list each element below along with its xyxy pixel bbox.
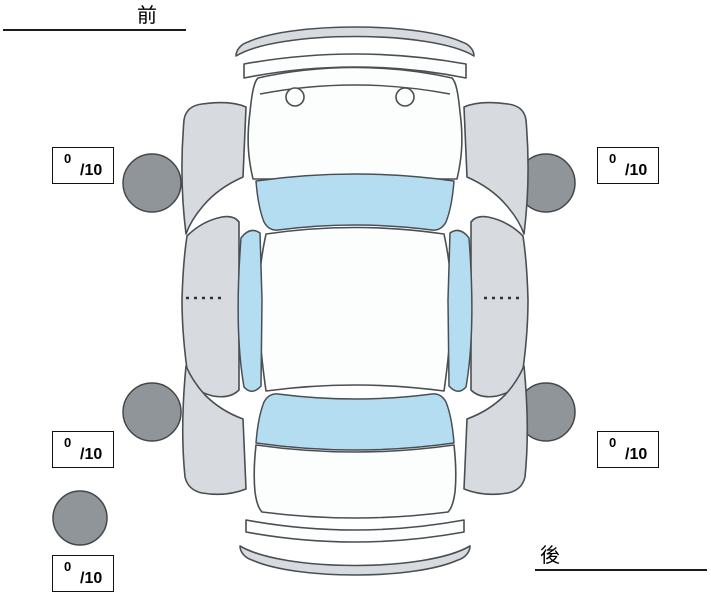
hood <box>247 66 463 180</box>
tire-score-front-right: 0 /10 <box>597 147 659 184</box>
right-front-fender <box>463 101 529 235</box>
rear-label: 後 <box>540 545 560 567</box>
tire-score-spare-value: 0 <box>64 559 72 574</box>
tire-score-rear-left-value: 0 <box>64 435 72 450</box>
right-rear-fender <box>463 365 529 496</box>
tire-rear-left <box>122 382 182 442</box>
tire-score-rear-left-max: /10 <box>80 446 103 463</box>
tire-score-front-left-max: /10 <box>80 162 103 179</box>
tire-score-rear-right-value: 0 <box>609 435 617 450</box>
rear-spoiler <box>239 545 471 576</box>
hood-seam-line <box>259 84 451 95</box>
left-side-window <box>237 229 263 392</box>
right-side-window <box>447 229 473 392</box>
tire-score-rear-left: 0 /10 <box>52 431 114 468</box>
windshield <box>255 173 455 231</box>
tire-score-front-right-value: 0 <box>609 151 617 166</box>
tire-score-front-left-value: 0 <box>64 151 72 166</box>
tire-score-spare: 0 /10 <box>52 555 114 592</box>
hood-washer-right <box>395 87 415 107</box>
hood-washer-left <box>285 87 305 107</box>
tire-score-rear-right-max: /10 <box>625 446 648 463</box>
front-underline <box>3 29 186 31</box>
tire-score-front-left: 0 /10 <box>52 147 114 184</box>
roof <box>257 226 453 392</box>
tire-score-rear-right: 0 /10 <box>597 431 659 468</box>
rear-window <box>255 393 455 451</box>
rear-bumper <box>245 519 465 543</box>
left-rear-fender <box>181 365 247 496</box>
tire-front-left <box>122 153 182 213</box>
front-label: 前 <box>137 5 157 27</box>
right-door-panel <box>470 215 529 398</box>
tire-spare <box>52 490 108 546</box>
front-spoiler <box>235 26 475 57</box>
trunk <box>253 444 457 519</box>
tire-score-spare-max: /10 <box>80 570 103 587</box>
left-front-fender <box>181 101 247 235</box>
tire-score-front-right-max: /10 <box>625 162 648 179</box>
left-door-panel <box>181 215 240 398</box>
rear-underline <box>535 569 707 571</box>
